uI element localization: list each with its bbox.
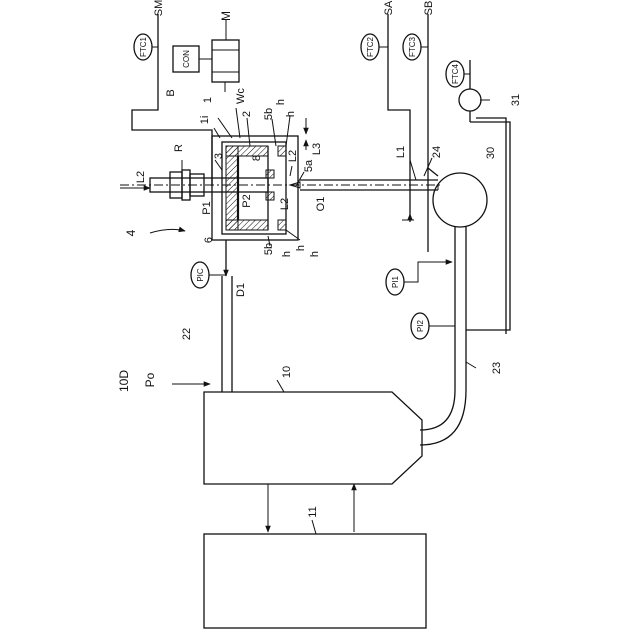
ftc2-indicator: FTC2 <box>361 34 388 60</box>
ftc3-indicator: FTC3 <box>403 34 428 60</box>
r-label: R <box>173 144 185 152</box>
pipe-24 <box>428 168 438 176</box>
p2-label: P2 <box>241 194 253 207</box>
n6-label: 6 <box>203 237 215 243</box>
con-controller: CON <box>173 46 212 72</box>
n23-label: 23 <box>491 362 503 374</box>
con-label: CON <box>182 50 191 68</box>
h-bot-1-label: h <box>281 251 293 257</box>
po-label: Po <box>143 372 157 387</box>
separator-30 <box>433 173 487 227</box>
h-top-1-label: h <box>275 99 287 105</box>
n31-label: 31 <box>510 94 522 106</box>
pi2-indicator: PI2 <box>411 313 455 339</box>
n30-label: 30 <box>485 147 497 159</box>
n10-label: 10 <box>281 366 293 378</box>
ftc1-label: FTC1 <box>139 36 148 57</box>
pi2-label: PI2 <box>416 319 425 332</box>
l2-left-label: L2 <box>135 171 147 183</box>
n11-label: 11 <box>307 506 319 517</box>
figure-label: 10D <box>117 370 131 392</box>
sb-label: SB <box>423 1 435 16</box>
d1-label: D1 <box>235 283 247 297</box>
pipe-23 <box>420 227 466 445</box>
l2-top-label: L2 <box>287 150 299 162</box>
m-label: M <box>219 11 233 21</box>
n24-label: 24 <box>431 146 443 158</box>
shaft <box>120 170 440 200</box>
h-top-2-label: h <box>285 111 297 117</box>
n8-label: 8 <box>251 155 263 161</box>
ftc4-indicator: FTC4 <box>446 61 470 87</box>
h-bot-2-label: h <box>295 245 307 251</box>
ftc3-label: FTC3 <box>408 36 417 57</box>
ftc2-label: FTC2 <box>366 36 375 57</box>
l2-bot-label: L2 <box>279 198 291 210</box>
o1-label: O1 <box>315 197 327 212</box>
n3-label: 3 <box>213 153 225 159</box>
pipe-22 <box>222 276 232 392</box>
n5b-top-label: 5b <box>263 108 275 120</box>
sm-label: SM <box>153 0 165 16</box>
n4-label: 4 <box>124 229 138 236</box>
l3-label: L3 <box>311 143 323 155</box>
l1-label: L1 <box>395 146 407 158</box>
ftc4-label: FTC4 <box>451 63 460 84</box>
pi1-indicator: PI1 <box>386 262 452 295</box>
h-bot-3-label: h <box>309 251 321 257</box>
unit-11 <box>204 534 426 628</box>
n5a-label: 5a <box>303 159 315 172</box>
n1-label: 1 <box>202 97 214 103</box>
rotary-joint-r <box>120 160 204 200</box>
wc-label: Wc <box>235 88 247 104</box>
pic-indicator: PIC <box>191 262 226 288</box>
n5b-bot-label: 5b <box>263 243 275 255</box>
leader-4 <box>150 229 185 233</box>
ftc1-indicator: FTC1 <box>134 34 158 60</box>
n2-label: 2 <box>241 111 253 117</box>
p1-label: P1 <box>201 201 213 214</box>
vessel-1 <box>212 136 298 240</box>
pic-label: PIC <box>196 268 205 282</box>
leaders <box>214 100 490 534</box>
n1i-label: 1i <box>199 116 211 125</box>
sa-label: SA <box>383 0 395 15</box>
n22-label: 22 <box>181 328 193 340</box>
b-label: B <box>165 89 177 96</box>
tank-10 <box>204 392 422 484</box>
pi1-label: PI1 <box>391 275 400 288</box>
